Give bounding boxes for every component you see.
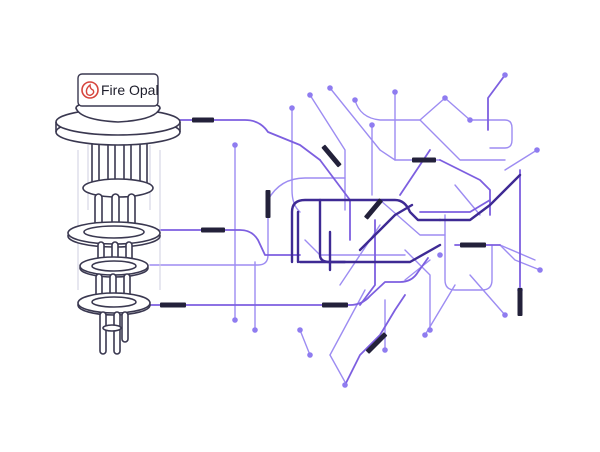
network-node <box>307 352 313 358</box>
network-node <box>467 117 473 123</box>
network-line <box>424 284 456 336</box>
connector-block <box>192 117 214 123</box>
network-line <box>499 244 536 261</box>
network-node <box>442 95 448 101</box>
stage-3 <box>67 221 161 248</box>
connector-block <box>321 144 342 168</box>
network-node <box>342 382 348 388</box>
network-line <box>359 219 376 306</box>
connector-block <box>265 190 271 218</box>
pillars-bottom <box>99 311 129 355</box>
network-line <box>290 198 442 264</box>
network-node <box>437 252 443 258</box>
network-node <box>297 327 303 333</box>
stage-5 <box>77 292 151 316</box>
brand-name: Fire Opal <box>101 82 159 98</box>
network-line <box>299 329 311 356</box>
network-lines <box>149 74 541 386</box>
connector-blocks <box>160 117 523 354</box>
network-line <box>487 74 506 131</box>
network-node <box>289 105 295 111</box>
network-line <box>454 184 481 216</box>
network-line <box>419 119 506 161</box>
network-line <box>394 91 441 161</box>
mixing-chamber <box>102 324 122 332</box>
network-node <box>422 332 428 338</box>
network-node <box>307 92 313 98</box>
network-node <box>534 147 540 153</box>
network-line <box>149 257 429 306</box>
network-node <box>232 142 238 148</box>
connector-block <box>412 157 436 163</box>
network-line <box>469 274 506 316</box>
network-line <box>379 199 446 236</box>
network-node <box>537 267 543 273</box>
network-node <box>502 312 508 318</box>
connector-block <box>364 198 383 220</box>
network-line <box>438 173 522 222</box>
fire-opal-badge: Fire Opal <box>77 73 159 107</box>
network-node <box>502 72 508 78</box>
network-line <box>469 119 513 149</box>
network-line <box>329 87 396 161</box>
network-line <box>309 94 346 211</box>
network-node <box>427 327 433 333</box>
network-line <box>329 354 346 383</box>
network-line <box>149 229 301 256</box>
network-line <box>444 97 471 121</box>
connector-block <box>322 302 348 308</box>
connector-block <box>365 332 388 354</box>
connector-block <box>517 288 523 316</box>
network-line <box>404 249 431 331</box>
network-node <box>392 89 398 95</box>
connector-block <box>460 242 486 248</box>
network-node <box>369 122 375 128</box>
network-node <box>252 327 258 333</box>
network-line <box>267 177 346 201</box>
network-line <box>419 199 491 213</box>
network-line <box>344 294 406 386</box>
network-node <box>232 317 238 323</box>
network-node <box>382 347 388 353</box>
network-line <box>444 214 493 291</box>
connector-block <box>160 302 186 308</box>
network-line <box>504 149 538 171</box>
fire-opal-logo-icon <box>81 81 99 99</box>
network-line <box>358 203 414 252</box>
network-line <box>354 97 446 121</box>
badge-frame <box>77 73 159 107</box>
pillars-stage-4 <box>95 273 131 299</box>
network-node <box>327 85 333 91</box>
quantum-computer-chandelier <box>55 99 181 355</box>
connector-block <box>201 227 225 233</box>
network-line <box>291 107 301 213</box>
network-line <box>329 289 366 356</box>
network-line <box>439 159 491 216</box>
network-line <box>499 244 541 271</box>
network-line <box>179 119 321 161</box>
network-line <box>399 149 431 196</box>
top-stage <box>55 99 181 146</box>
network-line <box>404 259 431 281</box>
network-node <box>352 97 358 103</box>
